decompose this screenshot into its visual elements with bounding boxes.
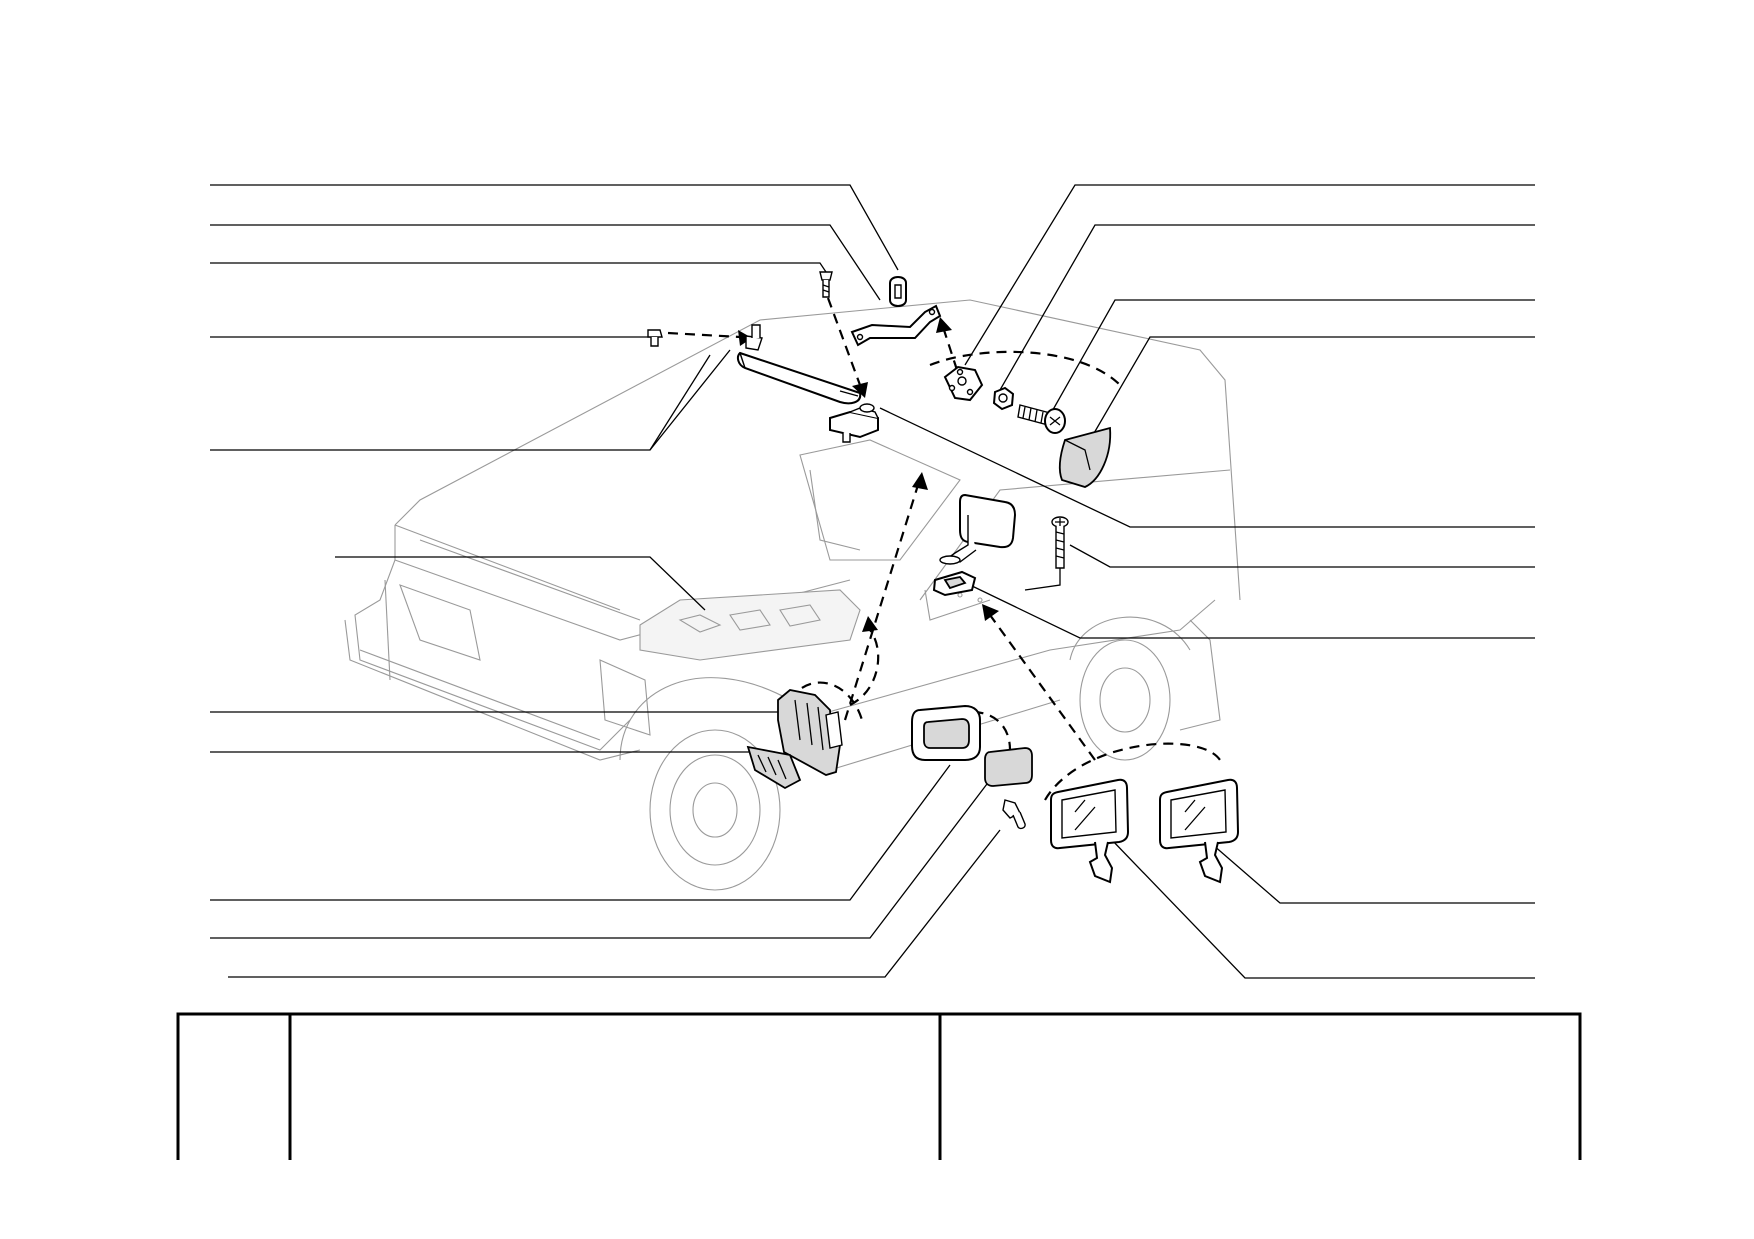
part-outside-mirror-left <box>1050 778 1130 884</box>
vehicle-outline <box>344 299 1241 891</box>
callout-line-r5 <box>879 407 1535 528</box>
part-interior-mirror <box>829 403 879 443</box>
part-vent-bezel <box>911 704 981 761</box>
callout-line-l11 <box>228 829 1001 978</box>
part-clip <box>889 276 907 307</box>
callout-line-l3 <box>210 262 831 279</box>
title-block-col1 <box>185 1025 285 1045</box>
part-door-mirror-mount <box>939 493 1017 565</box>
callout-line-r7 <box>969 584 1535 639</box>
callout-line-l1 <box>210 184 899 271</box>
part-screw-short <box>1002 799 1026 830</box>
callout-line-r4 <box>1089 336 1535 441</box>
part-nut <box>992 386 1015 411</box>
title-block-col3 <box>950 1025 1570 1045</box>
part-mirror-gasket <box>932 570 977 597</box>
part-sun-visor <box>736 324 862 405</box>
callout-line-r8 <box>1204 837 1535 904</box>
leader-lines-right <box>879 184 1535 979</box>
callout-line-r9 <box>1109 837 1535 979</box>
callout-line-l2 <box>210 224 881 301</box>
callout-line-r3 <box>1049 299 1535 416</box>
part-handle-bracket <box>850 304 942 347</box>
title-block <box>176 1012 1582 1160</box>
part-outside-mirror-right <box>1159 778 1240 884</box>
callout-line-l5b <box>649 354 711 451</box>
part-mirror-base <box>943 365 984 402</box>
part-vent-grille <box>746 745 802 790</box>
callout-line-r2 <box>999 224 1535 391</box>
part-vent-flap <box>984 747 1033 787</box>
part-dashboard-vent <box>777 689 843 776</box>
callout-line-l9 <box>210 764 951 901</box>
callout-line-l6 <box>335 556 706 611</box>
part-screw-visor <box>647 329 663 347</box>
leader-lines-left <box>210 184 1001 978</box>
part-bolt <box>1017 404 1066 434</box>
assembly-arrows <box>667 297 1221 801</box>
callout-line-r1 <box>964 184 1535 366</box>
part-screw-long <box>1024 516 1069 591</box>
callout-line-r6 <box>1069 544 1535 568</box>
part-screw-small <box>819 271 833 298</box>
title-block-col2 <box>300 1025 930 1045</box>
callout-line-l5 <box>210 349 731 451</box>
callout-line-l10 <box>210 779 991 939</box>
part-mirror-cover <box>1058 426 1112 488</box>
